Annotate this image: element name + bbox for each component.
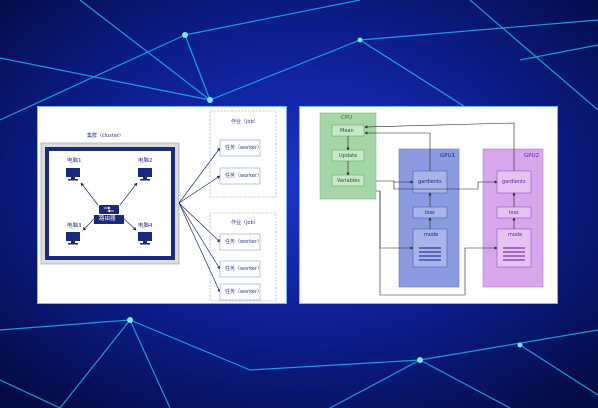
computer-2-label: 电脑2 bbox=[138, 158, 153, 164]
computer-1-label: 电脑1 bbox=[67, 158, 82, 164]
job-1-box bbox=[209, 110, 277, 198]
computer-4-icon bbox=[138, 232, 152, 245]
job-2-label: 作业（job） bbox=[231, 220, 259, 226]
cluster-label: 集群（cluster） bbox=[87, 133, 125, 139]
gpu1-title: GPU1 bbox=[440, 153, 456, 159]
gpu2-model-label: mode bbox=[508, 232, 523, 238]
worker-label: 任务（worker） bbox=[225, 173, 263, 179]
worker-box bbox=[219, 260, 261, 278]
cpu-title: CPU bbox=[341, 115, 353, 121]
variables-label: Variables bbox=[337, 178, 360, 184]
gpu1-gradients-label: gardients bbox=[418, 179, 442, 185]
computer-4-label: 电脑4 bbox=[138, 223, 153, 229]
mean-label: Mean bbox=[340, 128, 354, 134]
worker-box bbox=[219, 283, 261, 301]
worker-label: 任务（worker） bbox=[225, 289, 263, 295]
computer-2-icon bbox=[138, 168, 152, 181]
gpu2-title: GPU2 bbox=[524, 153, 540, 159]
computer-1-icon bbox=[66, 168, 80, 181]
gpu-diagram-panel: CPU Mean Update Variables GPU1 gardients… bbox=[300, 107, 557, 303]
worker-box bbox=[219, 167, 261, 185]
worker-box bbox=[219, 233, 261, 251]
update-label: Update bbox=[339, 153, 358, 159]
worker-label: 任务（worker） bbox=[225, 266, 263, 272]
worker-label: 任务（worker） bbox=[225, 239, 263, 245]
router-icon bbox=[94, 205, 124, 224]
gpu2-gradients-label: gardients bbox=[502, 179, 526, 185]
job-1-label: 作业（job） bbox=[231, 119, 259, 125]
computer-3-label: 电脑3 bbox=[67, 223, 82, 229]
worker-label: 任务（worker） bbox=[225, 145, 263, 151]
job-2-box bbox=[209, 212, 277, 302]
worker-box bbox=[219, 139, 261, 157]
gpu1-loss-label: loss bbox=[425, 210, 435, 216]
gpu1-model-label: mode bbox=[424, 232, 439, 238]
computer-3-icon bbox=[66, 232, 80, 245]
gpu2-loss-label: loss bbox=[509, 210, 519, 216]
router-label: 路由器 bbox=[99, 216, 116, 222]
cluster-diagram-panel: 集群（cluster） 电脑1 电脑2 电脑3 电脑4 路由器 作业（job） … bbox=[38, 107, 286, 303]
